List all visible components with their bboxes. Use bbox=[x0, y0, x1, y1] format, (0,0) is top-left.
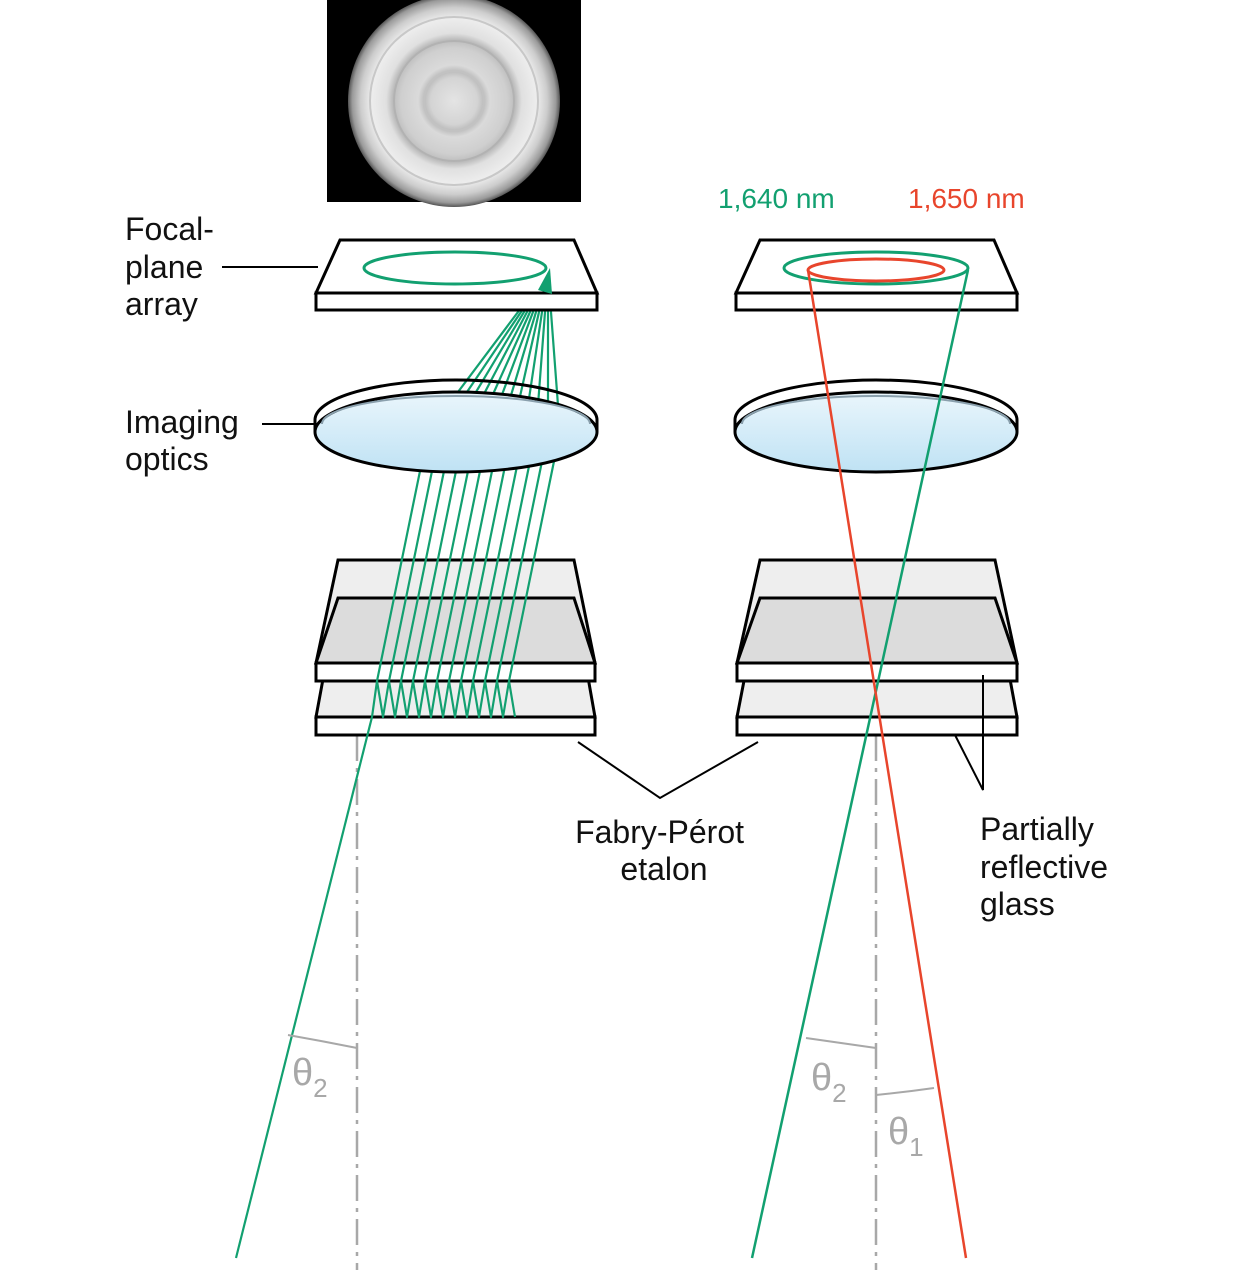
right-red-ray bbox=[806, 269, 968, 1259]
lens-rim bbox=[733, 378, 1019, 421]
right-theta2-label: θ2 bbox=[811, 1057, 847, 1108]
right-imaging-lens bbox=[733, 378, 1019, 474]
left-rays-focus bbox=[538, 268, 552, 294]
left-theta2-label: θ2 bbox=[292, 1052, 328, 1103]
fringe-ring bbox=[393, 40, 515, 162]
lens-rim-highlight bbox=[321, 395, 591, 425]
left-etalon-reflections bbox=[370, 679, 517, 719]
right-theta2-arc bbox=[805, 1037, 877, 1049]
fpa-edge bbox=[314, 291, 599, 312]
left-assembly: θ2 bbox=[234, 238, 600, 1270]
lens-body bbox=[733, 390, 1019, 474]
imaging-optics-label: Imaging optics bbox=[125, 404, 248, 477]
fringe-pattern bbox=[348, 0, 560, 207]
partially-reflective-glass-leader bbox=[954, 675, 984, 791]
etalon-top-plate-edge bbox=[735, 661, 1019, 683]
fpa-green-ring bbox=[362, 250, 548, 286]
lens-rim-highlight bbox=[741, 395, 1011, 425]
right-theta1-arc bbox=[875, 1087, 935, 1096]
etalon-bottom-plate-edge bbox=[735, 715, 1019, 737]
green-wavelength-label: 1,640 nm bbox=[718, 183, 835, 214]
lens-rim bbox=[313, 378, 599, 421]
etalon-top-plate-inner bbox=[734, 596, 1020, 665]
fpa-green-ring bbox=[782, 250, 970, 286]
right-theta1-label: θ1 bbox=[888, 1111, 924, 1162]
left-incident-ray bbox=[234, 716, 374, 1259]
left-focal-plane-array bbox=[313, 238, 600, 312]
etalon-top-plate-edge bbox=[314, 661, 597, 683]
etalon-bottom-plate-edge bbox=[314, 715, 597, 737]
fringe-image bbox=[327, 0, 581, 207]
red-wavelength-label: 1,650 nm bbox=[908, 183, 1025, 214]
fabry-perot-etalon-label: Fabry-Pérot etalon bbox=[575, 814, 753, 887]
left-theta2-arc bbox=[287, 1034, 358, 1049]
right-green-ray bbox=[750, 269, 970, 1259]
partially-reflective-glass-label: Partially reflective glass bbox=[980, 811, 1117, 922]
etalon-leader-lines bbox=[577, 741, 759, 800]
left-imaging-lens bbox=[313, 378, 599, 474]
left-focus-point bbox=[538, 268, 552, 294]
fringe-ring bbox=[423, 70, 485, 132]
right-focal-plane-array bbox=[733, 238, 1020, 312]
fpa-edge bbox=[734, 291, 1019, 312]
focal-plane-array-label: Focal- plane array bbox=[125, 211, 223, 322]
right-assembly: θ2 θ1 bbox=[733, 238, 1020, 1270]
fringe-ring bbox=[369, 16, 539, 186]
lens-body bbox=[313, 390, 599, 474]
